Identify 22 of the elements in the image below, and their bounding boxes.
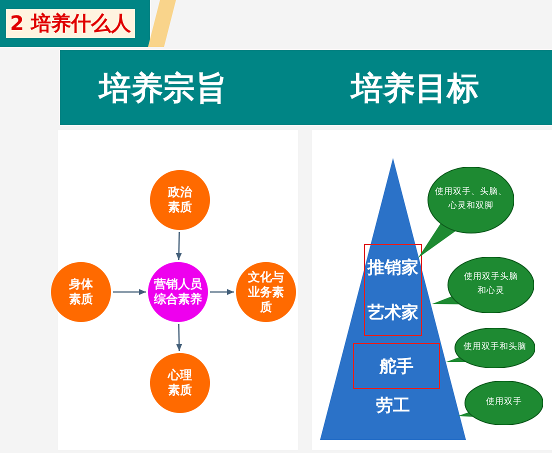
highlight-frame: [364, 244, 422, 336]
arrow: [210, 289, 234, 295]
highlight-frame: [353, 343, 440, 389]
column-heading: 培养目标: [349, 68, 480, 109]
bubble-text: 使用双手头脑和心灵: [463, 270, 519, 298]
level-label: 推销家: [368, 257, 418, 279]
arrow: [176, 232, 182, 260]
node-label: 政治素质: [166, 185, 194, 215]
bubble-text: 使用双手和头脑: [462, 340, 528, 354]
level-label: 舵手: [380, 356, 414, 378]
level-label: 劳工: [375, 395, 411, 417]
bubble-text: 使用双手、头脑、心灵和双脚: [435, 186, 507, 213]
node-label: 营销人员综合素养: [152, 277, 203, 307]
arrow: [176, 324, 182, 352]
level-label: 艺术家: [368, 302, 418, 324]
slide-title: 2 培养什么人: [6, 9, 135, 38]
arrow: [113, 289, 146, 295]
node-label: 身体素质: [68, 277, 94, 307]
bubble-text: 使用双手: [485, 396, 523, 409]
node-label: 文化与业务素质: [247, 270, 285, 314]
column-heading: 培养宗旨: [97, 68, 228, 109]
node-label: 心理素质: [166, 368, 193, 398]
